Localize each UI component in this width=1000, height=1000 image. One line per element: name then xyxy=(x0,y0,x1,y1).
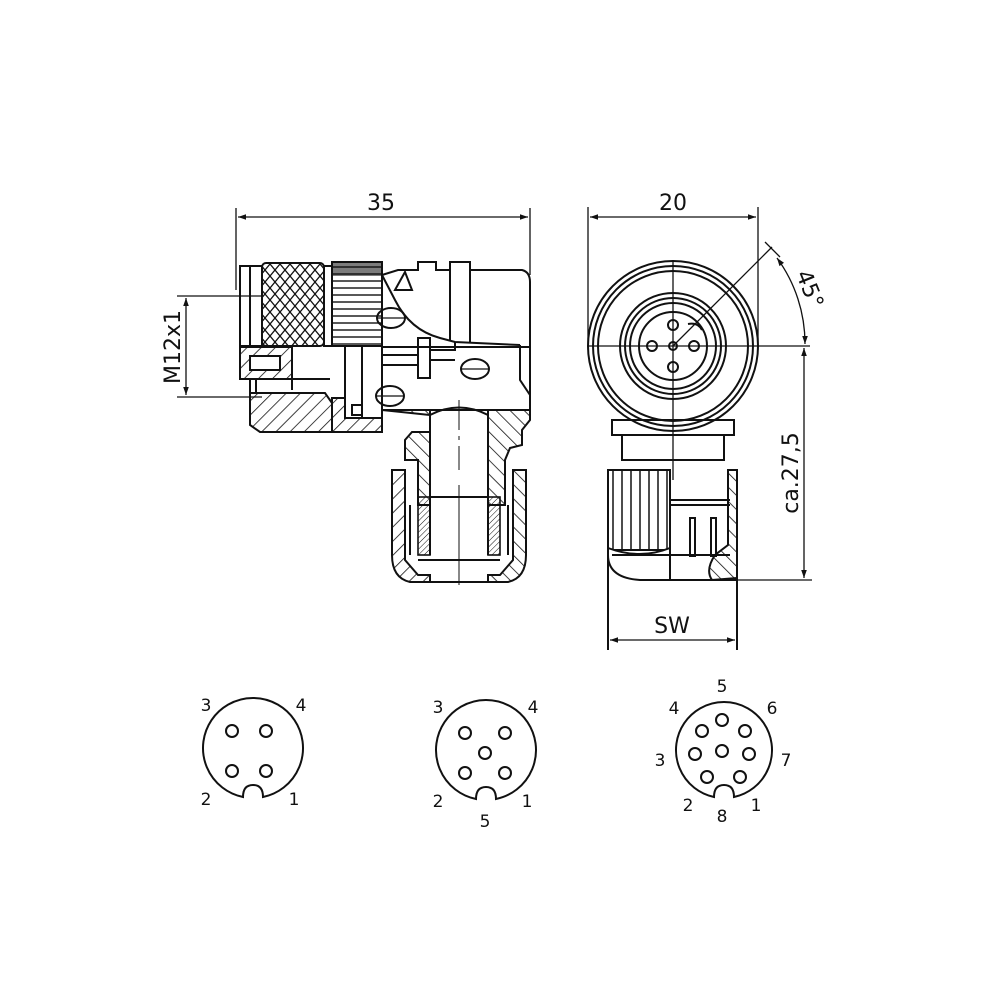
dim-sw-label: SW xyxy=(654,614,690,639)
pinout-8-pin: 5 4 6 3 7 2 8 1 xyxy=(655,677,792,827)
dim-27-5-label: ca.27,5 xyxy=(779,432,804,514)
dimension-m12x1: M12x1 xyxy=(161,295,262,398)
pin-label-4: 4 xyxy=(528,698,539,718)
pin-label-2: 2 xyxy=(683,796,694,816)
pin-label-4: 4 xyxy=(296,696,307,716)
pin-label-1: 1 xyxy=(289,790,300,810)
pin-label-2: 2 xyxy=(433,792,444,812)
dim-20-label: 20 xyxy=(659,191,687,216)
pin-label-3: 3 xyxy=(201,696,212,716)
pin-label-3: 3 xyxy=(433,698,444,718)
pinout-5-pin: 3 4 2 1 5 xyxy=(433,698,539,832)
pin-label-3: 3 xyxy=(655,751,666,771)
pin-label-2: 2 xyxy=(201,790,212,810)
dimension-35: 35 xyxy=(235,191,531,290)
dim-35-label: 35 xyxy=(367,191,395,216)
pin-label-1: 1 xyxy=(751,796,762,816)
pinout-4-pin: 3 4 2 1 xyxy=(201,696,307,810)
dimension-20: 20 xyxy=(587,191,759,350)
pin-label-4: 4 xyxy=(669,699,680,719)
dimension-sw: SW xyxy=(610,614,735,643)
side-view: 35 M12x1 xyxy=(161,191,531,585)
pin-label-6: 6 xyxy=(767,699,778,719)
dim-m12-label: M12x1 xyxy=(161,310,186,384)
pin-label-5: 5 xyxy=(480,812,491,832)
pin-label-1: 1 xyxy=(522,792,533,812)
pin-label-8: 8 xyxy=(717,807,728,827)
pin-label-5: 5 xyxy=(717,677,728,697)
dimension-45-degree: 45° xyxy=(776,257,828,345)
front-view: 20 45° ca.27,5 xyxy=(587,191,828,650)
pin-label-7: 7 xyxy=(781,751,792,771)
dim-45-label: 45° xyxy=(790,267,828,313)
dimension-27-5: ca.27,5 xyxy=(735,348,812,581)
